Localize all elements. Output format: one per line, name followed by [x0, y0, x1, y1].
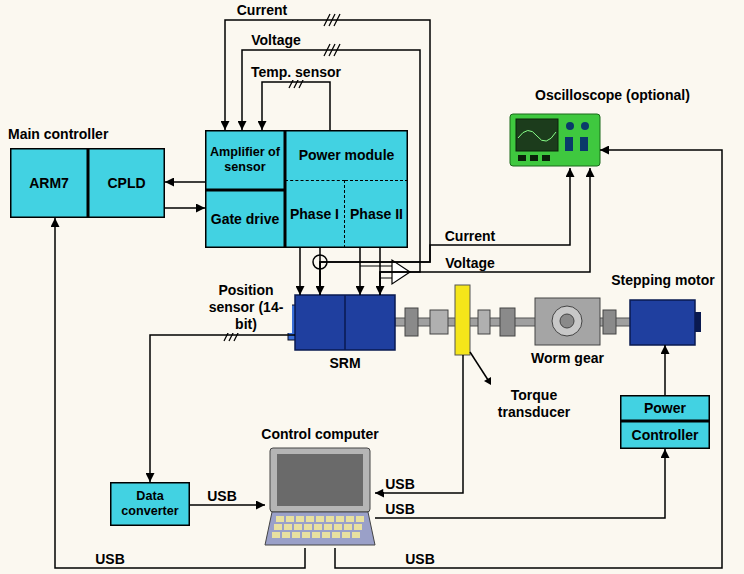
connector: [335, 150, 722, 568]
connector: [299, 248, 301, 295]
connector: [150, 335, 295, 482]
node-label: Phase II: [347, 206, 406, 223]
connector: [375, 355, 463, 493]
laptop: [265, 448, 375, 545]
node-heading: Control computer: [243, 426, 397, 443]
device-node: Stepping motor: [630, 300, 695, 345]
node-label: Gate drive: [208, 211, 282, 228]
connector: [55, 218, 305, 568]
edge-label: Temp. sensor: [249, 64, 343, 80]
connector: [664, 345, 666, 395]
device-node: SRM: [295, 295, 395, 350]
block-box: Data converter: [110, 482, 190, 526]
connector: [262, 82, 330, 130]
connector: [190, 504, 265, 506]
block-box: CPLD: [88, 148, 165, 218]
device-node: Oscilloscope (optional): [510, 112, 600, 168]
node-label: CPLD: [104, 175, 148, 192]
device-node: Phase I: [285, 180, 345, 248]
connector: [319, 248, 321, 295]
oscilloscope: [510, 114, 600, 166]
node-label: ARM7: [26, 175, 72, 192]
connector: [165, 207, 205, 209]
connector: [380, 168, 590, 295]
node-label: Controller: [629, 427, 702, 444]
edge-label: USB: [383, 476, 417, 492]
device-node: Phase II: [345, 180, 408, 248]
edge-label: USB: [403, 551, 437, 567]
block-box: Gate drive: [205, 190, 285, 248]
signal-label: Position sensor (14-bit): [200, 282, 292, 333]
text-area: Power module: [285, 130, 408, 180]
device-node: Main controllerARM7CPLD: [10, 148, 165, 218]
block-box: Power modulePhase I Phase II: [285, 130, 408, 248]
connector: [375, 449, 665, 518]
edge-label: USB: [205, 488, 239, 504]
node-label: Data converter: [110, 489, 190, 519]
node-heading: Oscilloscope (optional): [535, 87, 735, 104]
node-label: Power module: [296, 147, 398, 164]
edge-label: USB: [93, 551, 127, 567]
device-node: Control computer: [265, 448, 375, 548]
node-label: Phase I: [287, 206, 342, 223]
connector: [379, 248, 381, 295]
edge-label: Voltage: [443, 255, 497, 271]
device-node: Torque transducer: [455, 285, 470, 355]
node-heading: Worm gear: [525, 350, 610, 367]
block-box: Power: [620, 395, 710, 421]
connector: [165, 181, 205, 183]
block-box: ARM7: [10, 148, 88, 218]
node-label: Amplifier of sensor: [205, 145, 285, 175]
edge-label: Voltage: [249, 32, 303, 48]
drive-train: [288, 285, 701, 385]
node-heading: Torque transducer: [491, 387, 577, 421]
edge-label: USB: [383, 501, 417, 517]
block-box: Controller: [620, 421, 710, 449]
block-box: Amplifier of sensor: [205, 130, 285, 190]
connector: [359, 248, 361, 295]
node-label: Power: [641, 400, 689, 417]
edge-label: Current: [235, 2, 290, 18]
edge-label: Current: [443, 228, 498, 244]
node-heading: SRM: [295, 355, 395, 372]
node-heading: Stepping motor: [603, 272, 723, 289]
device-node: Worm gear: [535, 298, 600, 345]
node-heading: Main controller: [8, 126, 178, 143]
